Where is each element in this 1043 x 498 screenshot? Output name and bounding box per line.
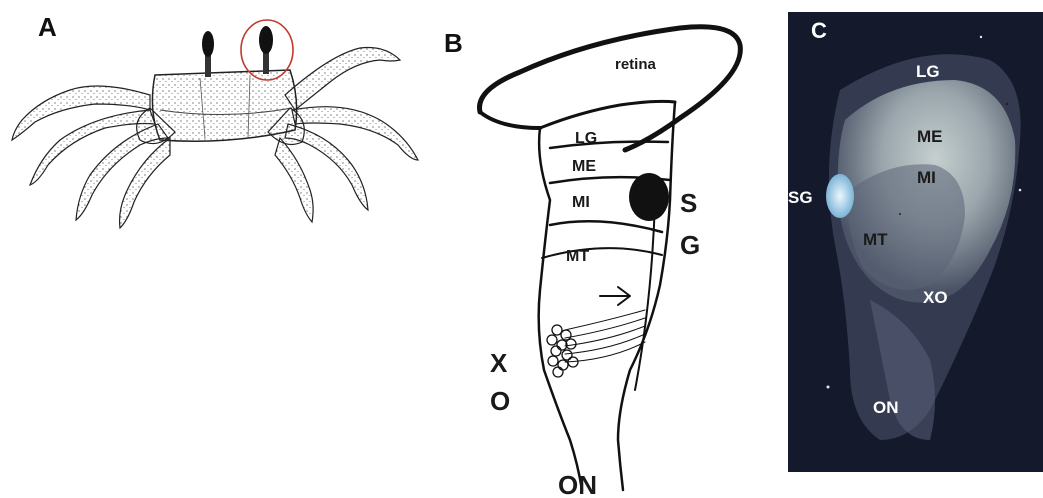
optic-lobe-photo [780, 0, 1043, 498]
panel-c: C LG ME MI SG MT XO ON [780, 0, 1043, 498]
crab-eyestalks [202, 26, 273, 77]
label-xo-o: O [490, 386, 510, 417]
label-sg-s: S [680, 188, 697, 219]
sinus-gland-glow [826, 174, 854, 218]
label-me: ME [572, 158, 596, 176]
label-on: ON [558, 470, 597, 498]
photo-label-me: ME [917, 127, 943, 147]
label-retina: retina [615, 56, 656, 73]
sinus-gland-shape [629, 173, 669, 221]
label-sg-g: G [680, 230, 700, 261]
crab-carapace [137, 70, 305, 144]
label-lg: LG [575, 130, 597, 148]
label-mi: MI [572, 194, 590, 212]
panel-a: A [0, 0, 440, 498]
crab-illustration [0, 0, 440, 498]
photo-label-on: ON [873, 398, 899, 418]
label-mt: MT [566, 248, 589, 266]
photo-label-sg: SG [788, 188, 813, 208]
photo-label-mi: MI [917, 168, 936, 188]
optic-lobe-schematic [440, 0, 780, 498]
panel-c-letter: C [811, 18, 827, 44]
photo-label-xo: XO [923, 288, 948, 308]
xo-cell-cluster [547, 325, 578, 377]
label-xo-x: X [490, 348, 507, 379]
photo-label-mt: MT [863, 230, 888, 250]
photo-label-lg: LG [916, 62, 940, 82]
panel-b: B [440, 0, 780, 498]
